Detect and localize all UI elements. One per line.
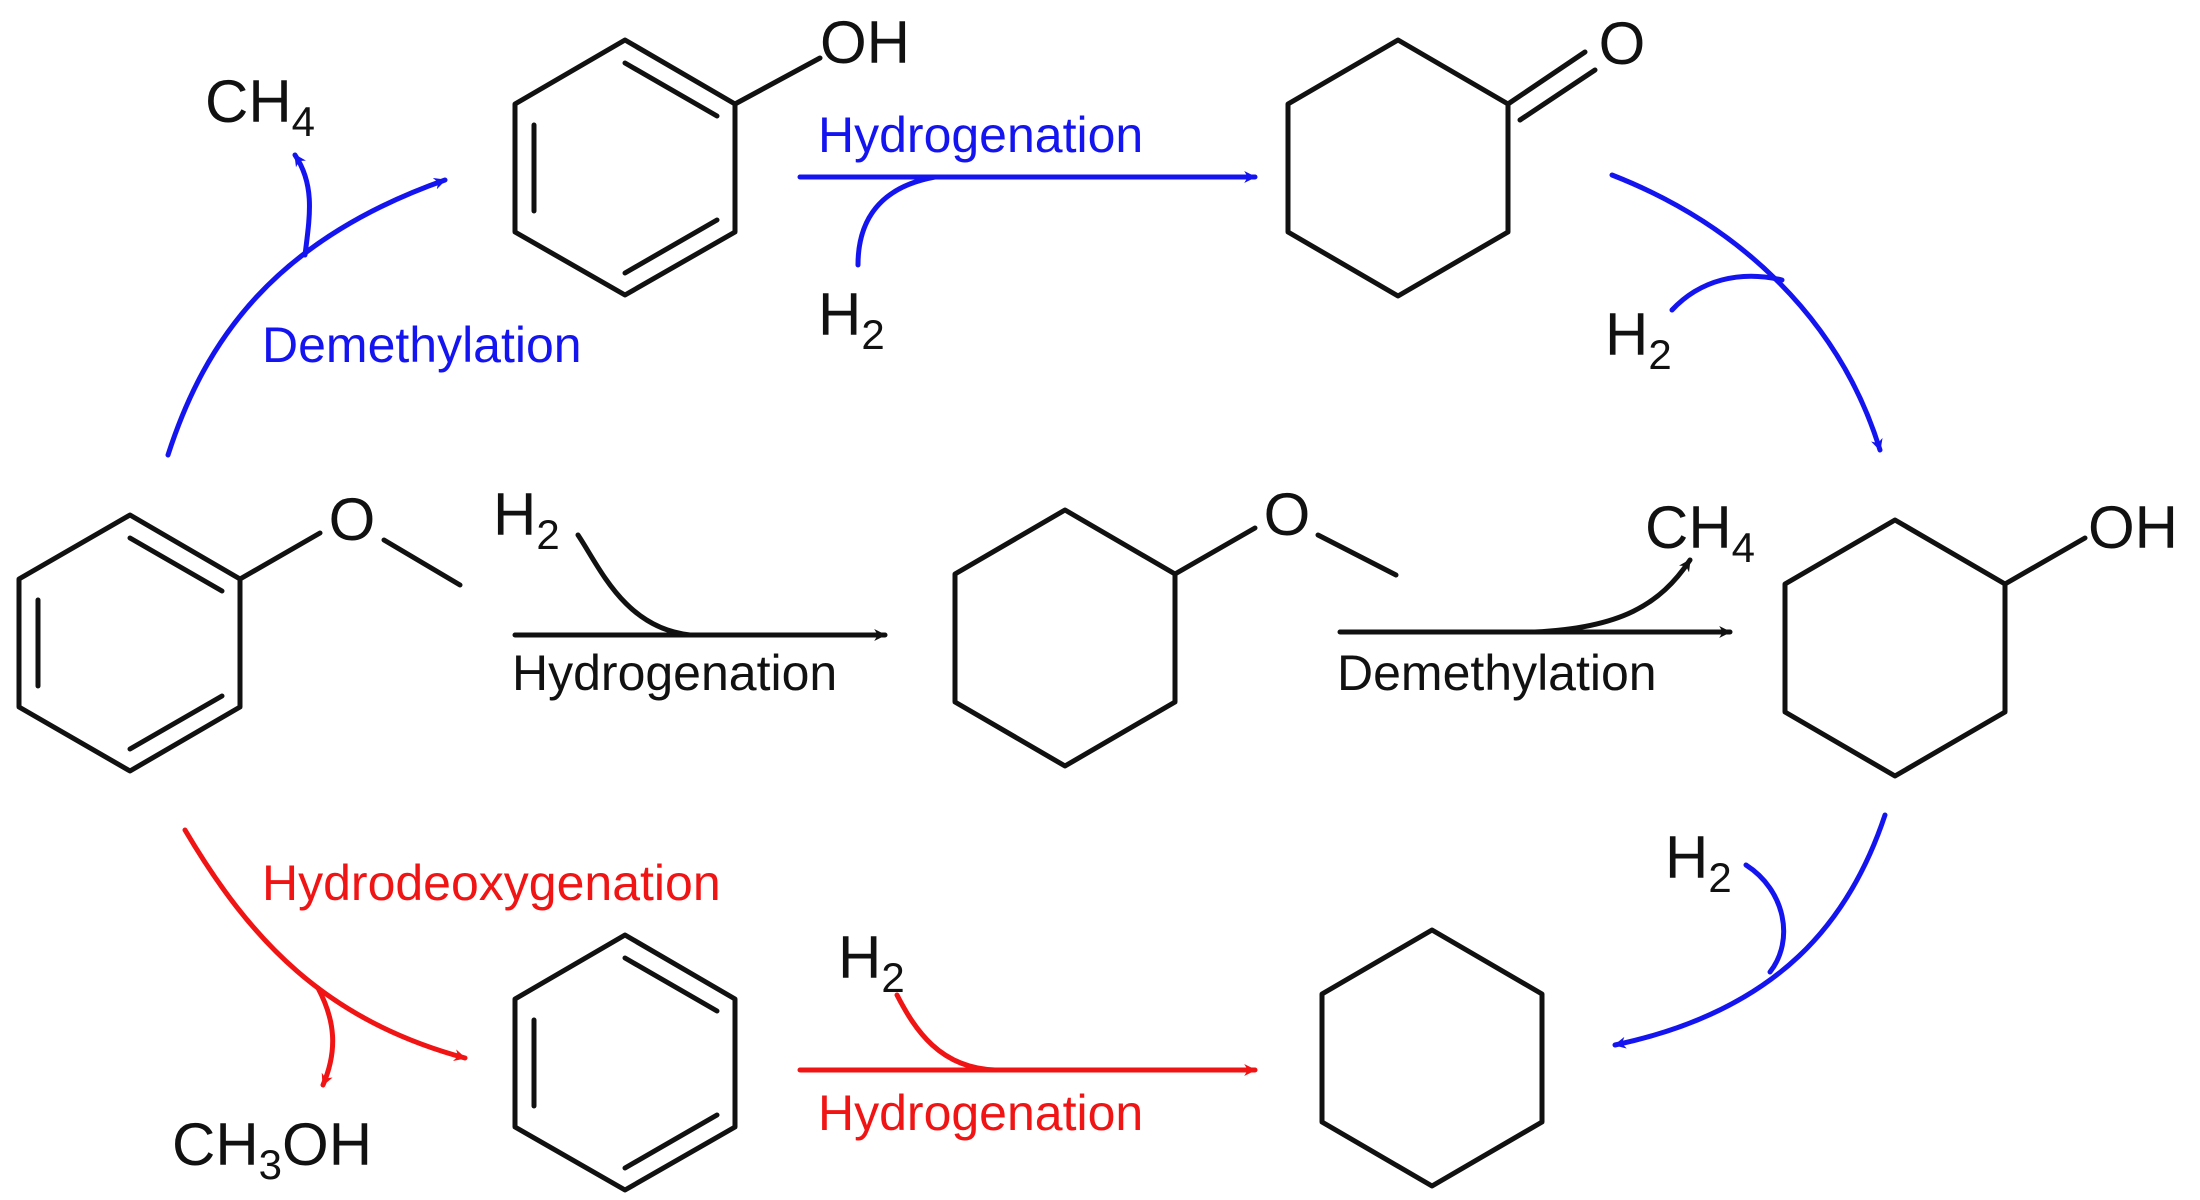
benzene-molecule	[512, 932, 738, 1193]
cyclohexane-ring	[952, 507, 1178, 769]
aromatic-double-bond	[622, 955, 720, 1014]
cyclohexane-ring	[1782, 517, 2008, 779]
hydrodeoxygenation-arrow-red	[182, 827, 468, 1061]
hydrogenation-label-black: Hydrogenation	[512, 645, 837, 701]
cyclohexanol-hydroxyl-label: OH	[2088, 494, 2178, 561]
methoxycyclohexane-oxygen-label: O	[1264, 481, 1311, 548]
h2-input-branch	[1669, 273, 1785, 313]
cyclohexane-molecule	[1319, 927, 1545, 1189]
demethylation-arrow-blue	[165, 177, 448, 458]
ch4-release-branch	[292, 152, 312, 258]
benzene-ring	[512, 932, 738, 1193]
h2-input-branch	[575, 532, 693, 638]
anisole-molecule	[16, 512, 463, 774]
hydrodeoxygenation-label-red: Hydrodeoxygenation	[262, 855, 721, 911]
c-o-bond	[1172, 525, 1258, 577]
cyclohexanol-molecule	[1782, 517, 2088, 779]
ch4-reagent-middle: CH4	[1645, 494, 1755, 571]
c-oh-bond	[2002, 535, 2088, 587]
h2-input-branch	[855, 174, 938, 268]
o-methyl-bond	[381, 537, 463, 588]
hydrogenation-arrow-right-bottom	[1612, 812, 1888, 1049]
o-methyl-bond	[1315, 532, 1399, 578]
benzene-ring	[16, 512, 243, 774]
aromatic-double-bond	[622, 60, 720, 119]
c-oh-bond	[732, 55, 823, 107]
h2-reagent-top: H2	[818, 281, 885, 358]
ch3oh-release-branch	[315, 985, 336, 1088]
phenol-molecule	[512, 37, 823, 298]
h2-input-branch	[1743, 862, 1787, 975]
hydrogenation-label-blue: Hydrogenation	[818, 107, 1143, 163]
aromatic-double-bond	[127, 693, 225, 752]
cyclohexanone-molecule	[1285, 37, 1598, 299]
carbonyl-bond-1	[1505, 49, 1588, 107]
hydrogenation-label-red: Hydrogenation	[818, 1085, 1143, 1141]
aromatic-double-bond	[127, 535, 225, 594]
ch4-reagent-top: CH4	[205, 68, 315, 145]
h2-reagent-right-top: H2	[1605, 301, 1672, 378]
phenol-hydroxyl-label: OH	[820, 9, 910, 76]
cyclohexanone-oxygen-label: O	[1599, 10, 1646, 77]
cyclohexane-ring	[1319, 927, 1545, 1189]
h2-reagent-bottom: H2	[838, 924, 905, 1001]
methoxycyclohexane-molecule	[952, 507, 1399, 769]
demethylation-label-black: Demethylation	[1337, 645, 1657, 701]
h2-input-branch	[894, 992, 998, 1073]
c-o-bond	[237, 530, 323, 582]
anisole-oxygen-label: O	[329, 486, 376, 553]
benzene-ring	[512, 37, 738, 298]
hydrogenation-arrow-right-top	[1609, 172, 1883, 453]
aromatic-double-bond	[622, 217, 720, 276]
cyclohexane-ring	[1285, 37, 1511, 299]
carbonyl-bond-2	[1517, 67, 1598, 123]
aromatic-double-bond	[622, 1112, 720, 1171]
ch3oh-reagent: CH3OH	[172, 1111, 372, 1188]
ch4-release-branch	[1532, 557, 1693, 635]
h2-reagent-middle: H2	[493, 481, 560, 558]
h2-reagent-right-bottom: H2	[1665, 824, 1732, 901]
demethylation-label-blue: Demethylation	[262, 317, 582, 373]
